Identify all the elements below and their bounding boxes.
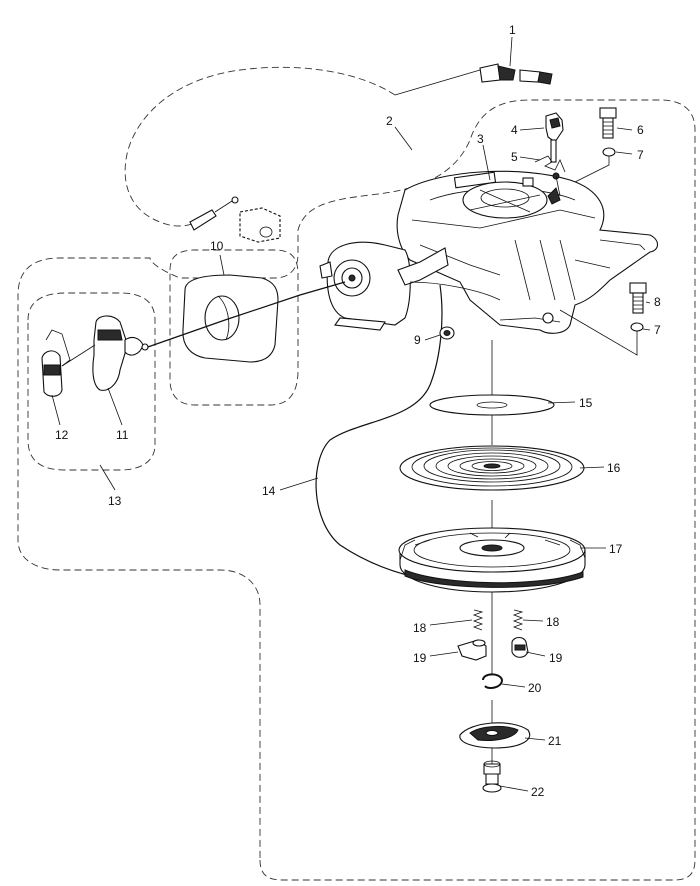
part-17-rope-pulley: [398, 527, 586, 593]
callout-21: 21: [548, 734, 562, 748]
callout-18-left: 18: [413, 621, 427, 635]
washer-7-connector-upper: [574, 156, 610, 183]
leader-20: [501, 683, 526, 688]
leader-6: [616, 127, 633, 131]
assembly-2-boundary: [17, 99, 696, 881]
part-3-starter-housing: [396, 170, 659, 334]
callout-7-upper: 7: [637, 148, 644, 162]
part-19-pawl-left: [457, 639, 487, 661]
rope-to-housing: [409, 281, 501, 301]
leader-7-upper: [615, 151, 633, 155]
callout-6: 6: [637, 123, 644, 137]
callout-2: 2: [386, 114, 393, 128]
callout-16: 16: [607, 461, 621, 475]
leader-4: [519, 127, 545, 131]
leader-3: [482, 144, 491, 181]
part-5-spring: [534, 155, 566, 197]
part-7-washer-upper: [602, 147, 616, 157]
callout-4: 4: [511, 123, 518, 137]
leader-18-right: [522, 619, 544, 622]
leader-8: [645, 301, 651, 304]
callout-17: 17: [609, 542, 623, 556]
callout-12: 12: [55, 428, 69, 442]
callout-22: 22: [531, 785, 545, 799]
leader-16: [579, 466, 605, 469]
leader-11: [107, 387, 123, 426]
callout-18-right: 18: [546, 615, 560, 629]
part-7-washer-lower: [630, 322, 644, 332]
leader-13: [99, 464, 116, 491]
part-6-screw: [599, 107, 617, 139]
leader-18-left: [429, 619, 473, 626]
part-21-ratchet-plate: [459, 722, 531, 749]
callout-15: 15: [579, 396, 593, 410]
callout-1: 1: [509, 23, 516, 37]
part-18-spring-right: [512, 609, 524, 631]
leader-10: [219, 254, 225, 276]
part-14-recoil-rope: [315, 284, 443, 581]
leader-22: [499, 785, 529, 792]
callout-3: 3: [477, 132, 484, 146]
callout-9: 9: [414, 333, 421, 347]
callout-14: 14: [262, 484, 276, 498]
callout-19-right: 19: [549, 651, 563, 665]
callout-labels: 1 2 3 4 5 6 7 7 8 9 10 11 12 13 14 15 16…: [55, 23, 661, 799]
callout-7-lower: 7: [654, 323, 661, 337]
leader-19-left: [429, 651, 459, 657]
leader-19-right: [525, 651, 546, 657]
rope-guide: [319, 241, 449, 331]
leader-5: [519, 156, 541, 161]
leader-7-lower: [642, 328, 651, 331]
part-8-screw: [629, 282, 647, 314]
callout-8: 8: [654, 295, 661, 309]
callout-5: 5: [511, 150, 518, 164]
part-9-grommet: [439, 326, 455, 340]
callout-19-left: 19: [413, 651, 427, 665]
part-11-starter-handle: [92, 315, 149, 391]
part-19-pawl-right: [511, 636, 529, 658]
handle-rope-segment: [144, 281, 346, 349]
handle-assembly-10-boundary: [169, 249, 299, 406]
leader-14: [279, 477, 319, 491]
leader-15: [547, 401, 576, 404]
handle-assembly-13-boundary: [27, 292, 156, 471]
part-22-center-bolt: [482, 760, 502, 793]
leader-9: [424, 334, 441, 341]
leader-21: [524, 737, 546, 741]
part-4-cam: [545, 112, 564, 163]
part-20-circlip: [482, 673, 504, 689]
part-15-washer-plate: [429, 394, 555, 416]
part-16-recoil-spring: [399, 445, 585, 491]
part-1-cable-end: [394, 63, 553, 96]
part-18-spring-left: [472, 609, 484, 631]
cable-route-outline: [124, 66, 396, 227]
callout-10: 10: [210, 239, 224, 253]
leader-1: [509, 36, 513, 67]
part-12-handle-clip: [41, 329, 96, 397]
leader-12: [51, 394, 61, 426]
callout-20: 20: [528, 681, 542, 695]
callout-13: 13: [108, 494, 122, 508]
washer-7-connector-lower: [559, 309, 638, 356]
callout-11: 11: [116, 428, 129, 442]
cable-clamp: [189, 196, 281, 243]
leader-2: [394, 126, 413, 151]
